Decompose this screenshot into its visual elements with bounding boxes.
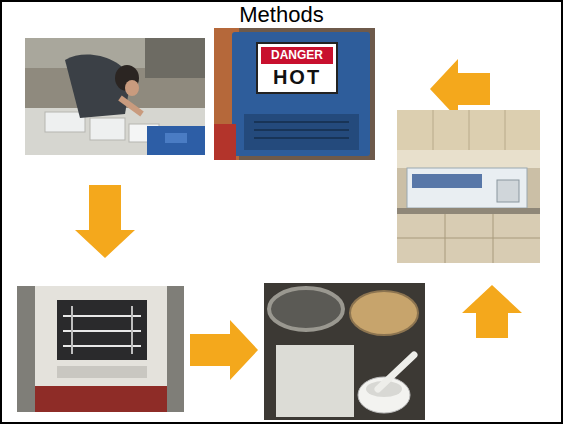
paper-bag [276,345,354,417]
photo-ground [17,286,184,412]
sieve-photo [264,283,425,420]
photo-illustration [25,38,205,155]
tray [90,118,125,140]
drawers [397,214,540,263]
photo-illustration [264,283,425,420]
counter [397,208,540,214]
spectrophotometer-photo [397,110,540,263]
flow-arrow [462,285,522,338]
upper-cabinet [397,110,540,150]
blue-box [147,126,205,155]
dryer-body [35,286,167,412]
sand-tray [350,291,418,335]
rack-rod [131,306,133,354]
cabinet-line [505,110,506,150]
blue-box [165,133,187,143]
display [497,180,519,202]
tray [45,112,85,132]
title-bar: Methods [0,1,563,29]
base-strip [35,386,167,412]
bench [25,108,205,155]
cabinet-line [469,110,470,150]
instrument-panel [412,174,482,188]
oven-body [232,32,370,156]
person-arm [120,98,142,114]
photo-ground [25,38,205,155]
flow-arrow [75,185,135,258]
photo-illustration [17,286,184,412]
sieve [269,288,343,330]
rack-shelf [63,345,141,347]
control-strip [57,366,147,378]
wall [397,150,540,168]
bucket [214,124,236,160]
window [145,38,205,78]
freeze-dryer-photo [17,286,184,412]
pestle [378,355,414,389]
photo-illustration [397,110,540,263]
instrument [407,168,527,208]
sign-text: HOT [261,64,333,90]
vent-slot [254,137,349,139]
rack-shelf [63,330,141,332]
dryer-window [57,300,147,360]
slide-title: Methods [239,2,323,27]
oven-door [244,114,359,150]
photo-ground [214,28,375,160]
sign-heading: DANGER [261,47,333,64]
cabinet-line [433,110,434,150]
flow-arrow [190,320,258,380]
lab-bench-photo [25,38,205,155]
rack-rod [71,306,73,354]
oven-photo: DANGERHOT [214,28,375,160]
person-face [125,80,139,96]
photo-ground [264,283,425,420]
drawer-line [397,238,540,239]
vent-slot [254,129,349,131]
photo-ground [397,110,540,263]
rack-shelf [63,315,141,317]
vent-slot [254,121,349,123]
danger-sign: DANGERHOT [256,42,338,94]
